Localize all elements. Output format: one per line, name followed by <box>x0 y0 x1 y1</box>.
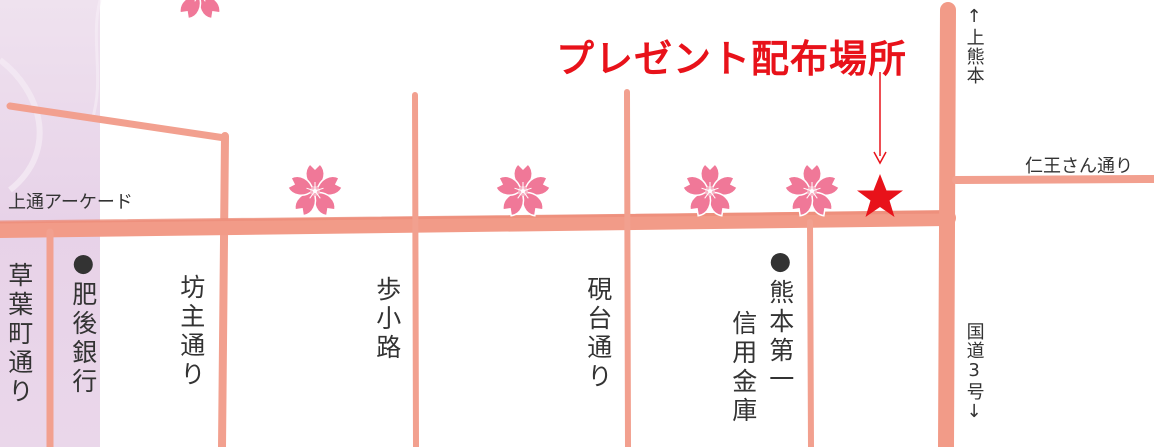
street-label-nio: 仁王さん通り <box>1025 156 1133 177</box>
landmark-shinyo-kinko: 信用金庫 <box>728 310 758 426</box>
arrow-down-icon <box>873 72 887 165</box>
cherry-blossom-icon <box>681 164 738 218</box>
cherry-blossom-icon <box>494 164 551 218</box>
street-label-kamikumamoto: ↑上熊本 <box>963 6 985 85</box>
street-label-kusaba: 草葉町通り <box>4 262 34 407</box>
landmark-kumamoto-daiichi: ●熊本第一 <box>765 246 795 395</box>
street-label-kamitori: 上通アーケード <box>8 192 133 213</box>
street-label-bozu: 坊主通り <box>176 274 206 390</box>
street-label-hokoji: 歩小路 <box>372 276 402 363</box>
street-label-suzuri: 硯台通り <box>583 276 613 392</box>
street-label-kokudo: 国道3号↓ <box>963 322 985 423</box>
present-location-title: プレゼント配布場所 <box>556 37 908 81</box>
cherry-blossom-icon <box>171 0 228 21</box>
cherry-blossom-icon <box>783 164 840 218</box>
landmark-higo-bank: ●肥後銀行 <box>68 248 98 397</box>
cherry-blossom-icon <box>286 164 343 218</box>
star-icon <box>857 174 903 217</box>
